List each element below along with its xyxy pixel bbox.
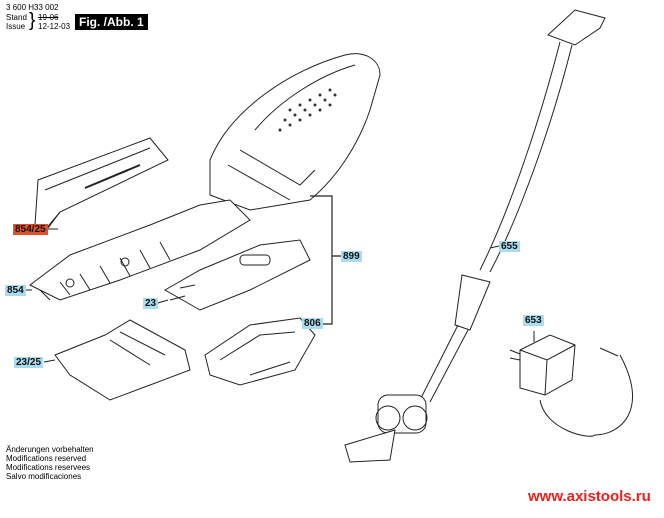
note-fr: Modifications reservees [6, 463, 91, 472]
leader-lines [25, 195, 535, 363]
note-es: Salvo modificaciones [6, 472, 82, 481]
part-label-653[interactable]: 653 [523, 315, 544, 326]
figure-label: Fig. /Abb. 1 [75, 14, 148, 30]
doc-number: 3 600 H33 002 [6, 3, 59, 12]
part-label-655[interactable]: 655 [499, 241, 520, 252]
part-label-806[interactable]: 806 [302, 318, 323, 329]
website-link[interactable]: www.axistools.ru [528, 488, 651, 505]
part-label-854[interactable]: 854 [5, 285, 26, 296]
telescopic-handle-part [344, 9, 606, 463]
part-label-23[interactable]: 23 [143, 298, 159, 309]
stand-label: Stand [6, 13, 27, 22]
notes: Änderungen vorbehalten Modifications res… [6, 445, 94, 481]
grass-blade-part [163, 239, 311, 311]
issue-date: 12-12-03 [38, 22, 71, 31]
old-date: 19-06 [38, 13, 59, 22]
issue-label: Issue [6, 22, 26, 31]
shrub-blade-part [29, 199, 251, 301]
part-label-854-25[interactable]: 854/25 [13, 224, 48, 235]
blade-cover-part [34, 137, 169, 231]
part-label-23-25[interactable]: 23/25 [14, 357, 44, 368]
grass-guard-part [54, 319, 191, 401]
brace: } [29, 10, 36, 31]
base-part [204, 317, 316, 386]
note-de: Änderungen vorbehalten [6, 445, 94, 454]
part-label-899[interactable]: 899 [341, 251, 362, 262]
charger-part [509, 334, 633, 437]
note-en: Modifications reserved [6, 454, 87, 463]
handle-part [209, 53, 381, 211]
